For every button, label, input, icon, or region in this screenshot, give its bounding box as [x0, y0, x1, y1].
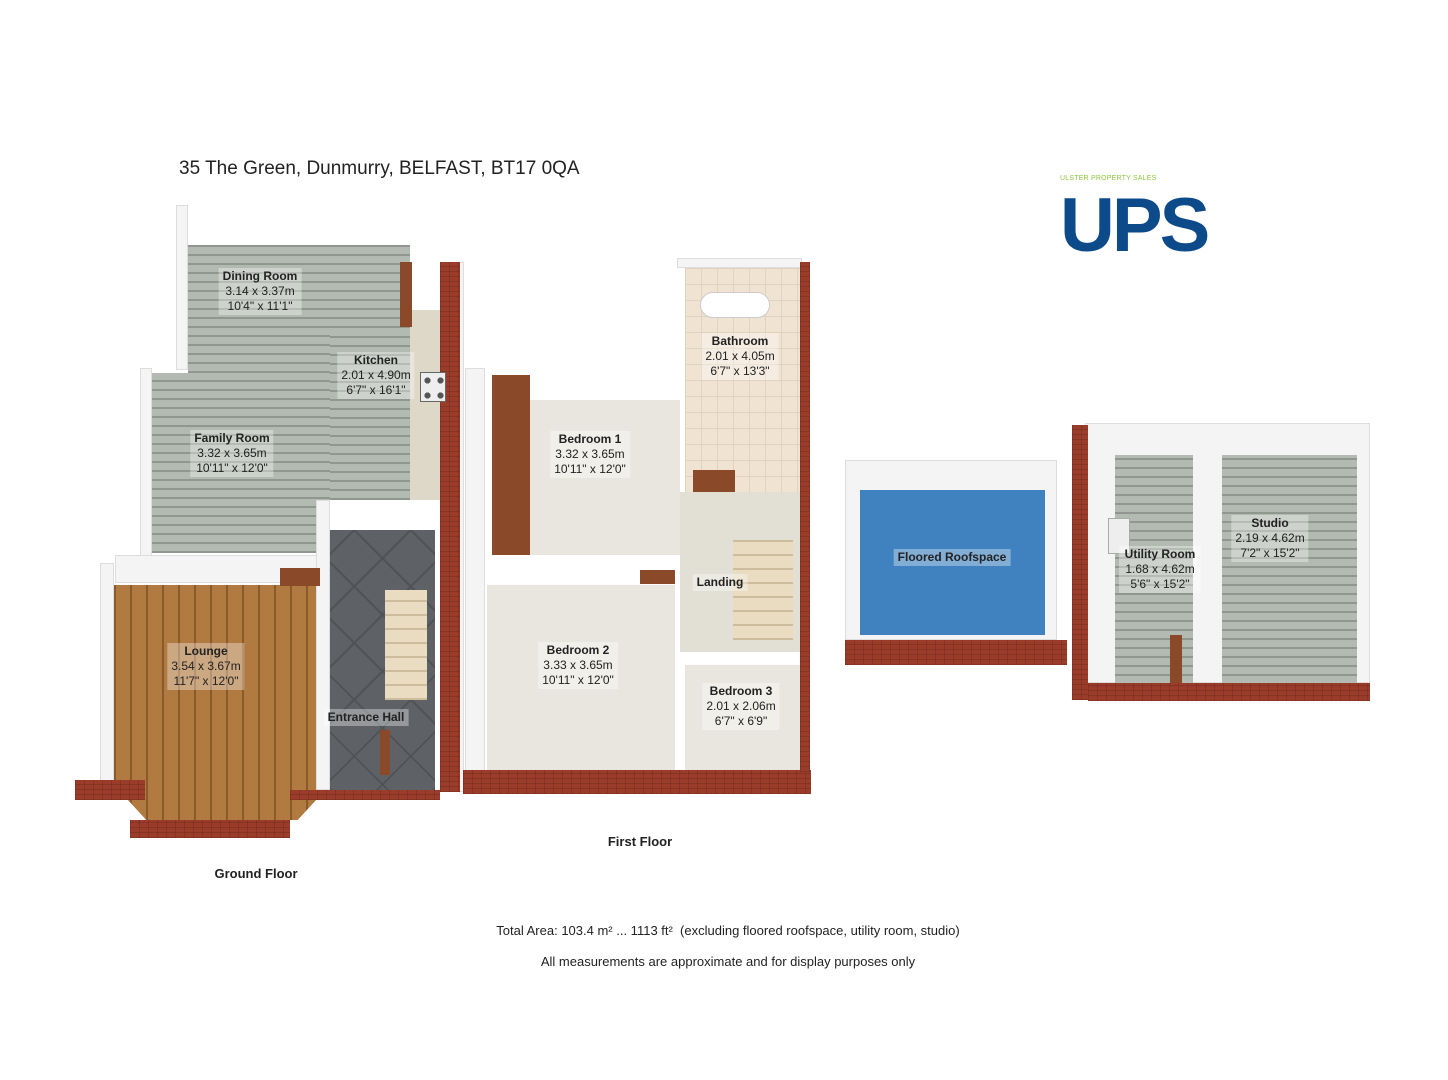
ground-floor-caption: Ground Floor [214, 866, 298, 881]
disclaimer-text: All measurements are approximate and for… [540, 954, 916, 969]
room-label-entrance-hall: Entrance Hall [323, 709, 409, 726]
bath-icon [700, 292, 770, 318]
hob-icon [420, 372, 446, 402]
total-area-text: Total Area: 103.4 m² ... 1113 ft² (exclu… [496, 923, 960, 938]
logo-text: UPS [1060, 183, 1210, 268]
ups-logo: ULSTER PROPERTY SALES UPS [1060, 174, 1240, 274]
room-label-floored-roofspace: Floored Roofspace [893, 549, 1011, 566]
logo-tagline: ULSTER PROPERTY SALES [1060, 175, 1157, 182]
sink-icon [1108, 518, 1130, 554]
room-label-landing: Landing [692, 574, 748, 591]
address-title: 35 The Green, Dunmurry, BELFAST, BT17 0Q… [179, 158, 580, 179]
first-floor-caption: First Floor [607, 834, 673, 849]
